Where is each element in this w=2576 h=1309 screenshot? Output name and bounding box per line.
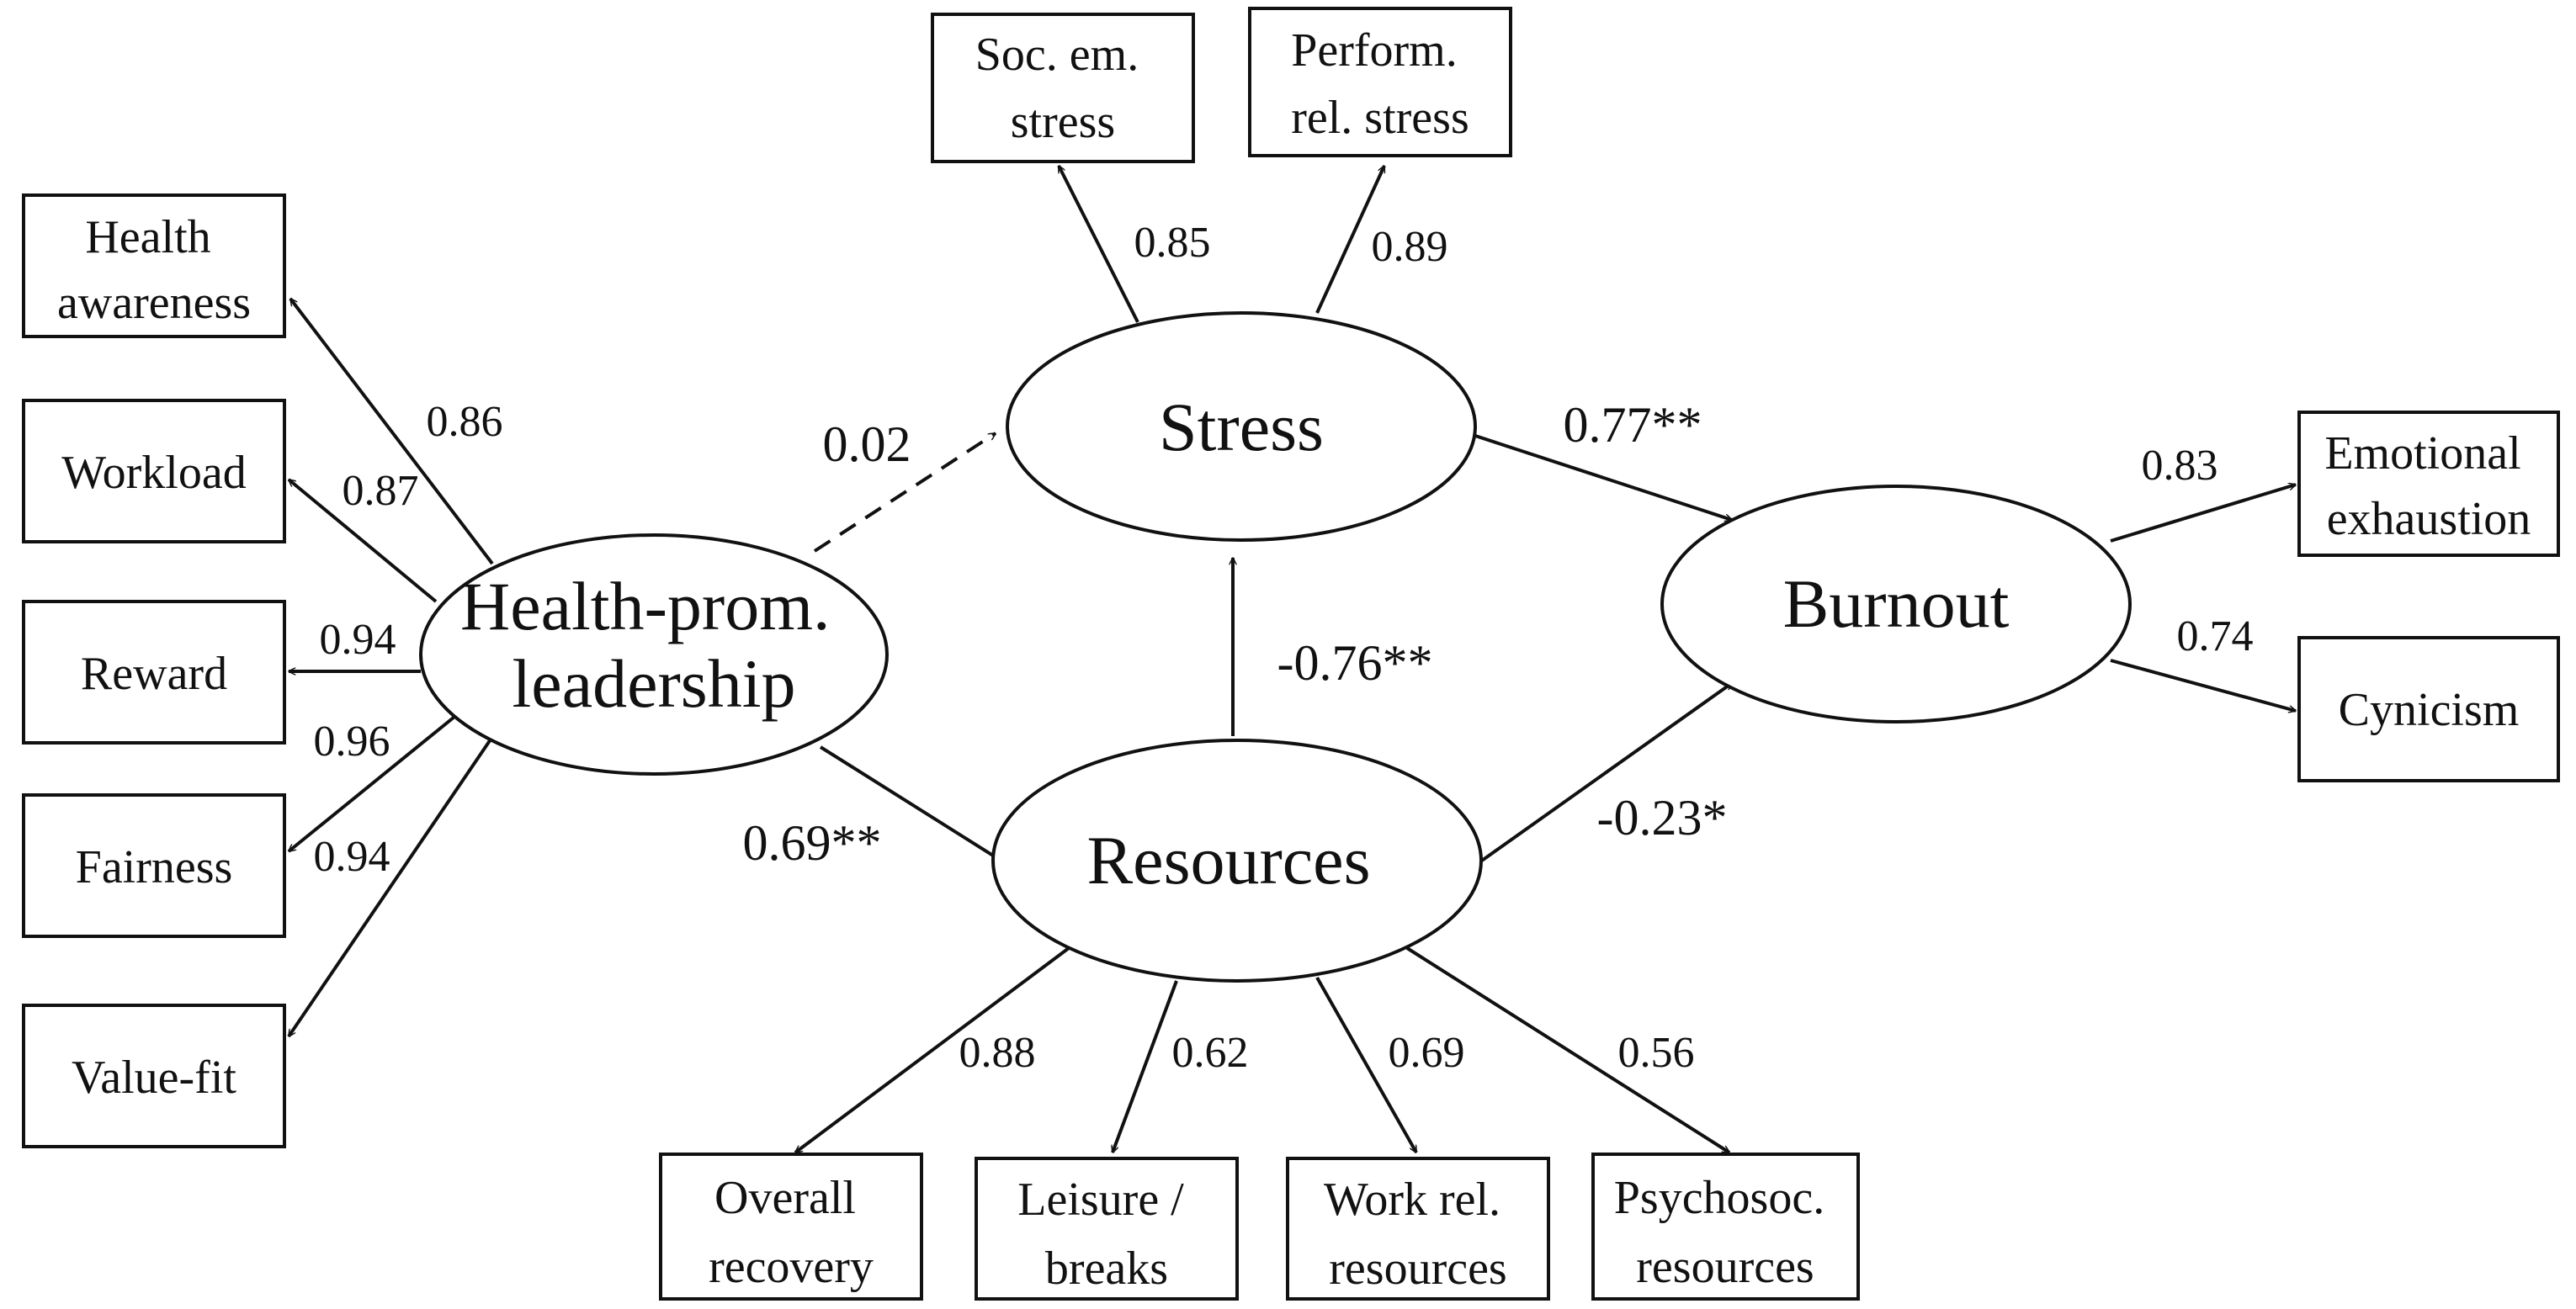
- label-workload: Workload: [61, 447, 246, 499]
- loading-cynicism: 0.74: [2177, 612, 2254, 660]
- edge-resources-burnout: [1478, 681, 1732, 864]
- label-reward: Reward: [81, 648, 227, 700]
- box-work-rel-resources: [1286, 1157, 1550, 1301]
- label-cynicism: Cynicism: [2339, 684, 2520, 736]
- path-hpl-stress: 0.02: [823, 416, 911, 472]
- loading-leisure-breaks: 0.62: [1172, 1029, 1249, 1077]
- box-workload: [22, 399, 286, 543]
- edge-resources-workrel: [1315, 977, 1418, 1153]
- box-value-fit: [22, 1004, 286, 1148]
- loading-value-fit: 0.94: [314, 833, 390, 881]
- loading-labels: 0.86 0.87 0.94 0.96 0.94 0.85 0.89 0.83 …: [314, 219, 2254, 1077]
- loading-soc-em-stress: 0.85: [1134, 219, 1211, 267]
- box-reward: [22, 600, 286, 745]
- latent-resources: [991, 739, 1483, 983]
- box-leisure-breaks: [975, 1157, 1239, 1301]
- label-emotional-exhaustion: Emotional exhaustion: [2324, 427, 2532, 545]
- label-soc-em-stress: Soc. em. stress: [975, 29, 1150, 148]
- edge-hpl-resources: [819, 745, 1000, 861]
- edge-hpl-value-fit: [287, 735, 494, 1036]
- edge-hpl-stress: [813, 432, 996, 553]
- box-overall-recovery: [659, 1153, 923, 1301]
- latent-burnout: [1660, 485, 2132, 723]
- edge-burnout-cynicism: [2110, 659, 2296, 711]
- label-leisure-breaks: Leisure / breaks: [1017, 1174, 1195, 1295]
- loading-fairness: 0.96: [314, 718, 390, 766]
- path-stress-burnout: 0.77**: [1564, 397, 1702, 453]
- loading-work-rel-resources: 0.69: [1389, 1029, 1465, 1077]
- latent-health-prom-leadership: [419, 533, 889, 776]
- box-fairness: [22, 793, 286, 938]
- loading-reward: 0.94: [320, 616, 396, 664]
- label-fairness: Fairness: [76, 841, 233, 893]
- latent-ellipses: Health-prom. leadership Stress Resources…: [419, 311, 2132, 983]
- edge-resources-leisure: [1113, 980, 1178, 1153]
- box-perform-rel-stress: [1248, 7, 1512, 157]
- label-resources: Resources: [1086, 822, 1370, 898]
- label-work-rel-resources: Work rel. resources: [1324, 1174, 1512, 1295]
- loading-workload: 0.87: [343, 467, 419, 515]
- edge-stress-burnout: [1472, 433, 1732, 520]
- box-health-awareness: [22, 193, 286, 338]
- loading-perform-rel-stress: 0.89: [1372, 223, 1448, 271]
- box-psychosoc-resources: [1591, 1153, 1860, 1301]
- label-value-fit: Value-fit: [72, 1052, 236, 1104]
- label-psychosoc-resources: Psychosoc. resources: [1614, 1172, 1836, 1293]
- label-burnout: Burnout: [1783, 565, 2010, 642]
- path-resources-burnout: -0.23*: [1597, 790, 1728, 845]
- label-health-prom-leadership: Health-prom. leadership: [460, 568, 847, 722]
- edges: [287, 166, 2296, 1154]
- path-labels: 0.02 0.69** -0.76** 0.77** -0.23*: [743, 397, 1728, 871]
- edge-resources-recovery: [795, 946, 1070, 1154]
- label-overall-recovery: Overall recovery: [709, 1172, 874, 1293]
- box-soc-em-stress: [931, 13, 1195, 163]
- edge-hpl-health-awareness: [289, 299, 494, 565]
- path-resources-stress: -0.76**: [1277, 635, 1433, 691]
- loading-overall-recovery: 0.88: [959, 1029, 1036, 1077]
- edge-hpl-workload: [289, 478, 438, 603]
- latent-stress: [1006, 311, 1477, 542]
- loading-psychosoc-resources: 0.56: [1618, 1029, 1695, 1077]
- box-emotional-exhaustion: [2297, 411, 2560, 557]
- loading-health-awareness: 0.86: [427, 398, 503, 446]
- loading-emotional-exhaustion: 0.83: [2142, 442, 2218, 490]
- box-cynicism: [2297, 636, 2560, 782]
- label-health-awareness: Health awareness: [57, 211, 251, 329]
- label-perform-rel-stress: Perform. rel. stress: [1291, 24, 1469, 144]
- edge-stress-perform: [1315, 166, 1386, 314]
- edge-burnout-emotional: [2110, 485, 2296, 543]
- path-hpl-resources: 0.69**: [743, 815, 882, 871]
- edge-stress-soc-em: [1057, 166, 1139, 323]
- label-stress: Stress: [1159, 389, 1324, 465]
- edge-hpl-fairness: [289, 712, 460, 853]
- indicator-boxes: Health awareness Workload Reward Fairnes…: [22, 7, 2560, 1301]
- edge-resources-psychosoc: [1405, 946, 1729, 1154]
